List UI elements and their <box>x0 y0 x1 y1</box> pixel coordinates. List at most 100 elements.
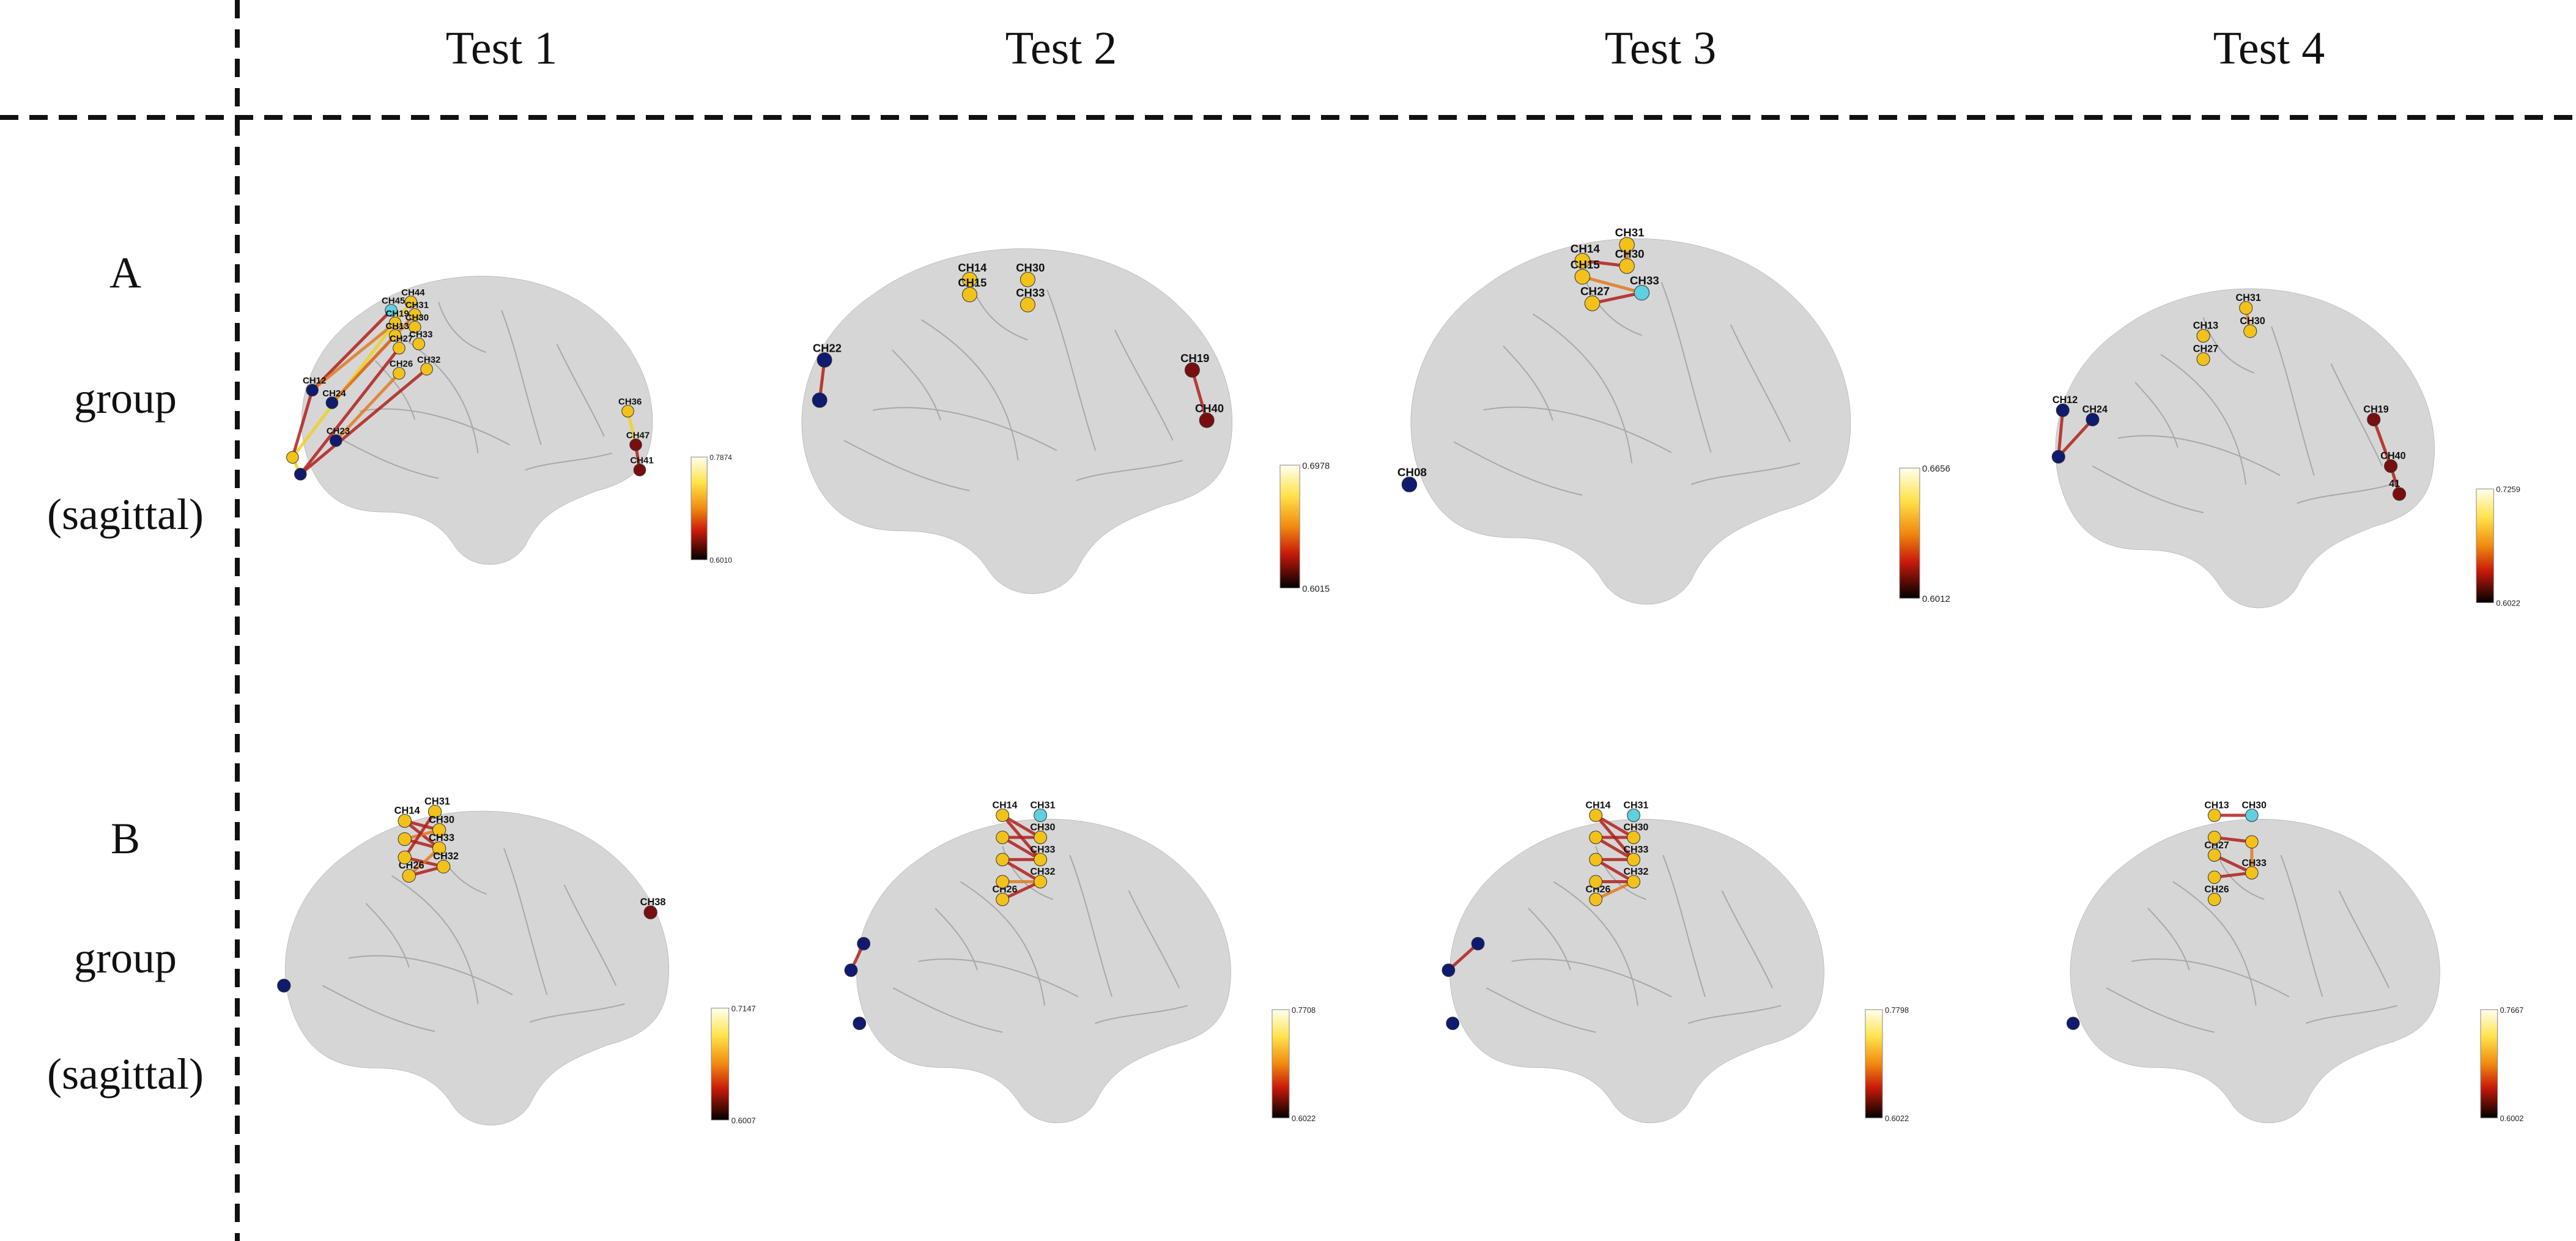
channel-label: CH41 <box>630 456 653 466</box>
channel-node <box>1034 831 1048 845</box>
channel-label: CH19 <box>385 308 409 319</box>
channel-label: CH26 <box>2204 884 2229 895</box>
channel-label: CH13 <box>2204 801 2229 811</box>
connectivity-edge <box>1001 813 1042 839</box>
channel-label: CH13 <box>385 321 409 332</box>
connectivity-edge <box>298 368 429 476</box>
channel-label: CH31 <box>1615 226 1645 239</box>
brain-network-graphic: CH45CH44CH31CH19CH30CH13CH27CH33CH32CH26… <box>286 245 732 587</box>
connectivity-edge <box>1594 880 1635 901</box>
channel-node <box>286 451 299 464</box>
channel-node <box>427 804 442 819</box>
channel-node <box>385 304 398 317</box>
brain-sulcus <box>557 344 604 436</box>
brain-sulcus <box>2271 327 2314 475</box>
channel-node <box>388 329 402 342</box>
connectivity-edge <box>330 313 416 404</box>
channel-label: CH31 <box>1623 801 1648 811</box>
connectivity-edge <box>311 321 397 392</box>
row-a-group: group <box>74 374 177 423</box>
channel-node <box>812 392 827 408</box>
brain-sulcus <box>1663 855 1705 997</box>
channel-label: CH30 <box>2241 801 2267 811</box>
channel-node <box>2243 324 2257 338</box>
channel-label: CH27 <box>2204 840 2229 851</box>
channel-label: CH30 <box>1016 261 1045 274</box>
brain-sulcus <box>1533 314 1632 463</box>
channel-label: CH30 <box>405 313 429 323</box>
channel-label: CH30 <box>1623 823 1648 833</box>
colorbar-min-label: 0.6007 <box>731 1116 756 1125</box>
channel-node <box>962 272 977 287</box>
connectivity-edge <box>1594 835 1635 861</box>
colorbar-min-label: 0.6022 <box>2496 599 2520 608</box>
channel-node <box>409 320 421 334</box>
channel-node <box>1627 809 1641 822</box>
connectivity-edge <box>2372 418 2393 468</box>
channel-label: CH14 <box>958 261 987 274</box>
connectivity-edge <box>1591 291 1643 305</box>
colorbar-max-label: 0.7798 <box>1885 1006 1909 1015</box>
brain-surface <box>1411 239 1851 604</box>
channel-label: CH26 <box>390 359 413 369</box>
channel-node <box>398 850 412 865</box>
channel-label: CH33 <box>2241 858 2267 869</box>
channel-label: CH12 <box>303 376 326 386</box>
brain-sulcus <box>893 988 1002 1032</box>
channel-node <box>1442 963 1456 977</box>
brain-sulcus <box>2281 855 2322 997</box>
channel-node <box>412 338 425 350</box>
channel-node <box>962 287 977 303</box>
brain-sulcus <box>2106 988 2215 1032</box>
channel-node <box>437 859 451 874</box>
channel-node <box>1619 237 1635 253</box>
row-b-letter: B <box>110 814 141 863</box>
channel-label: CH31 <box>424 796 450 807</box>
channel-node <box>1589 831 1603 845</box>
channel-node <box>996 853 1010 867</box>
channel-node <box>2066 1017 2080 1030</box>
row-b-group: group <box>74 933 177 982</box>
brain-sulcus <box>1528 908 1571 970</box>
colorbar-min-label: 0.6002 <box>2500 1114 2524 1123</box>
connectivity-edge <box>2057 409 2065 459</box>
channel-label: CH15 <box>958 276 986 289</box>
brain-sulcus <box>2131 959 2289 997</box>
channel-label: CH33 <box>1623 845 1648 855</box>
colorbar <box>690 456 708 560</box>
brain-sulcus <box>2173 882 2256 1006</box>
channel-node <box>643 905 657 919</box>
channel-label: CH24 <box>322 388 346 399</box>
channel-node <box>1574 269 1591 285</box>
channel-label: 41 <box>2389 478 2400 489</box>
channel-node <box>1589 853 1603 867</box>
channel-node <box>996 875 1010 889</box>
connectivity-edge <box>1190 368 1208 422</box>
connectivity-edge <box>1594 858 1635 884</box>
channel-label: CH08 <box>1397 466 1427 479</box>
channel-node <box>1584 295 1601 311</box>
channel-node <box>2367 412 2381 427</box>
channel-node <box>1627 875 1641 889</box>
connectivity-edge <box>1001 813 1042 861</box>
brain-sulcus <box>2204 317 2255 373</box>
channel-node <box>1589 892 1603 906</box>
channel-label: CH14 <box>1571 242 1601 255</box>
channel-node <box>816 352 832 368</box>
brain-sulcus <box>892 350 941 420</box>
channel-node <box>1184 362 1200 378</box>
connectivity-edge <box>2213 853 2254 875</box>
channel-label: CH14 <box>993 801 1018 811</box>
channel-node <box>420 363 433 376</box>
channel-label: CH27 <box>390 333 413 344</box>
channel-node <box>404 295 418 308</box>
channel-node <box>2239 301 2253 315</box>
